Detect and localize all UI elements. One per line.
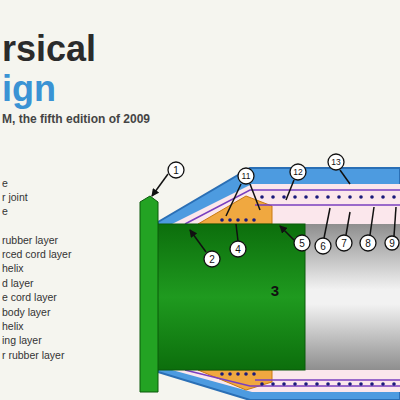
callout-number: 6 [320,241,326,252]
callout-number: 3 [271,282,279,299]
legend-item: body layer [2,306,50,318]
legend-item: r rubber layer [2,349,64,361]
callout-number: 4 [235,244,241,255]
legend-item: ing layer [2,334,42,346]
legend-item: e [2,177,8,189]
legend-item: e [2,205,8,217]
legend-item: r joint [2,191,28,203]
callout-number: 12 [293,167,302,177]
callout-number: 7 [341,238,347,249]
callout-number: 9 [389,238,395,249]
subtitle: M, the fifth edition of 2009 [2,112,150,126]
legend-item: helix [2,262,24,274]
legend-item: rced cord layer [2,248,71,260]
callout-number: 13 [331,157,340,167]
legend-item: rubber layer [2,234,58,246]
legend-item: e cord layer [2,291,57,303]
callout-number: 11 [242,171,251,181]
slide-title: rsical [2,28,96,70]
legend-item: d layer [2,277,34,289]
callout-number: 8 [365,238,371,249]
slide-title: ign [2,68,56,110]
callout-number: 1 [173,165,179,176]
callout-number: 5 [299,238,305,249]
legend-item: helix [2,320,24,332]
callout-number: 2 [209,254,215,265]
